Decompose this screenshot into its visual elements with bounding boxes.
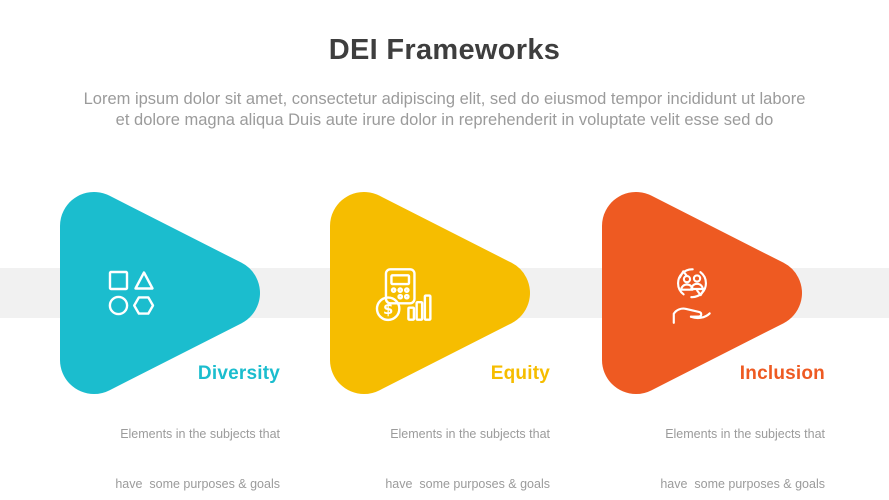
page-subtitle: Lorem ipsum dolor sit amet, consectetur … [0,89,889,131]
triangle-equity [328,192,532,394]
description-line: Elements in the subjects that [120,427,280,441]
inclusion-text-block: Inclusion Elements in the subjects that … [635,363,825,500]
triangle-diversity [58,192,262,394]
subtitle-line-1: Lorem ipsum dolor sit amet, consectetur … [83,90,806,108]
equity-description: Elements in the subjects that have some … [360,393,550,500]
subtitle-line-2: et dolore magna aliqua Duis aute irure d… [115,111,774,129]
diversity-text-block: Diversity Elements in the subjects that … [90,363,280,500]
description-line: have some purposes & goals [385,476,550,491]
description-line: Elements in the subjects that [665,427,825,441]
description-line: have some purposes & goals [115,476,280,491]
shapes-icon [107,269,155,317]
svg-text:$: $ [383,301,393,318]
equity-label: Equity [490,363,550,384]
description-line: have some purposes & goals [660,476,825,491]
diversity-label: Diversity [197,363,280,384]
equity-text-block: Equity Elements in the subjects that hav… [360,363,550,500]
inclusion-description: Elements in the subjects that have some … [635,393,825,500]
page-title: DEI Frameworks [328,34,561,66]
people-sync-hand-icon [666,265,718,325]
diversity-description: Elements in the subjects that have some … [90,393,280,500]
finance-calculator-icon: $ [375,267,432,322]
inclusion-label: Inclusion [739,363,825,384]
description-line: Elements in the subjects that [390,427,550,441]
